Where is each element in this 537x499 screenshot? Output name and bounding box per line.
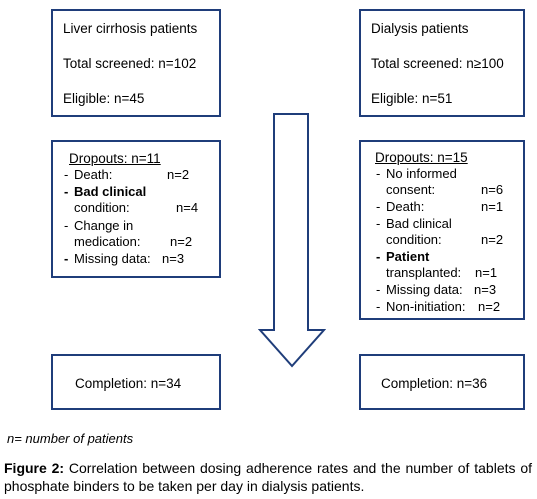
liver-dropout-clinical-l1: Bad clinical <box>74 184 147 199</box>
dropout-dash: - <box>376 282 381 297</box>
dialysis-header-box: Dialysis patients Total screened: n≥100 … <box>359 9 525 117</box>
dialysis-dropout-clinical-l1: Bad clinical <box>386 216 452 231</box>
dialysis-dropout-transplanted-l2: transplanted: <box>386 265 462 280</box>
liver-dropout-missing: Missing data: <box>74 251 151 266</box>
dialysis-dropouts-box: Dropouts: n=15 - No informed consent: n=… <box>359 140 525 320</box>
dialysis-dropout-clinical-value: n=2 <box>481 232 504 247</box>
dialysis-completion: Completion: n=36 <box>381 376 488 391</box>
liver-dropout-missing-value: n=3 <box>162 251 185 266</box>
liver-dropout-clinical-value: n=4 <box>176 200 199 215</box>
liver-dropouts-box: Dropouts: n=11 - Death: n=2 - Bad clinic… <box>51 140 221 278</box>
liver-completion: Completion: n=34 <box>75 376 182 391</box>
liver-dropout-death: Death: <box>74 167 113 182</box>
dropout-dash: - <box>64 251 69 266</box>
liver-dropout-clinical-l2: condition: <box>74 200 130 215</box>
footnote: n= number of patients <box>7 431 134 446</box>
caption-label: Figure 2: <box>4 460 65 476</box>
liver-dropout-medication-l1: Change in <box>74 218 134 233</box>
dialysis-total-screened: Total screened: n≥100 <box>371 56 504 71</box>
dialysis-dropout-consent-l1: No informed <box>386 166 457 181</box>
dialysis-eligible: Eligible: n=51 <box>371 91 453 106</box>
dropout-dash: - <box>376 299 381 314</box>
dialysis-dropout-consent-l2: consent: <box>386 182 436 197</box>
dialysis-dropout-consent-value: n=6 <box>481 182 504 197</box>
dropout-dash: - <box>376 166 381 181</box>
dialysis-dropouts-title: Dropouts: n=15 <box>375 150 468 165</box>
dialysis-dropout-death: Death: <box>386 199 425 214</box>
flow-down-arrow <box>258 113 326 368</box>
liver-total-screened: Total screened: n=102 <box>63 56 197 71</box>
dialysis-dropout-transplanted-l1: Patient <box>386 249 430 264</box>
dialysis-completion-box: Completion: n=36 <box>359 354 525 410</box>
caption-text: Correlation between dosing adherence rat… <box>4 460 532 495</box>
dropout-dash: - <box>64 184 69 199</box>
dialysis-dropout-transplanted-value: n=1 <box>475 265 498 280</box>
liver-completion-box: Completion: n=34 <box>51 354 221 410</box>
dropout-dash: - <box>64 218 69 233</box>
liver-dropouts-title: Dropouts: n=11 <box>69 151 161 166</box>
dialysis-dropout-noninitiation-value: n=2 <box>478 299 501 314</box>
liver-dropout-medication-value: n=2 <box>170 234 193 249</box>
dropout-dash: - <box>376 249 381 264</box>
dropout-dash: - <box>376 199 381 214</box>
dialysis-dropout-missing-value: n=3 <box>474 282 497 297</box>
dialysis-dropout-clinical-l2: condition: <box>386 232 442 247</box>
figure-caption: Figure 2: Correlation between dosing adh… <box>4 459 532 495</box>
dropout-dash: - <box>64 167 69 182</box>
liver-dropout-medication-l2: medication: <box>74 234 141 249</box>
dialysis-dropout-noninitiation: Non-initiation: <box>386 299 466 314</box>
dialysis-dropout-death-value: n=1 <box>481 199 504 214</box>
liver-header-title: Liver cirrhosis patients <box>63 21 198 36</box>
liver-dropout-death-value: n=2 <box>167 167 190 182</box>
liver-header-box: Liver cirrhosis patients Total screened:… <box>51 9 221 117</box>
dialysis-dropout-missing: Missing data: <box>386 282 463 297</box>
dialysis-header-title: Dialysis patients <box>371 21 469 36</box>
liver-eligible: Eligible: n=45 <box>63 91 145 106</box>
dropout-dash: - <box>376 216 381 231</box>
